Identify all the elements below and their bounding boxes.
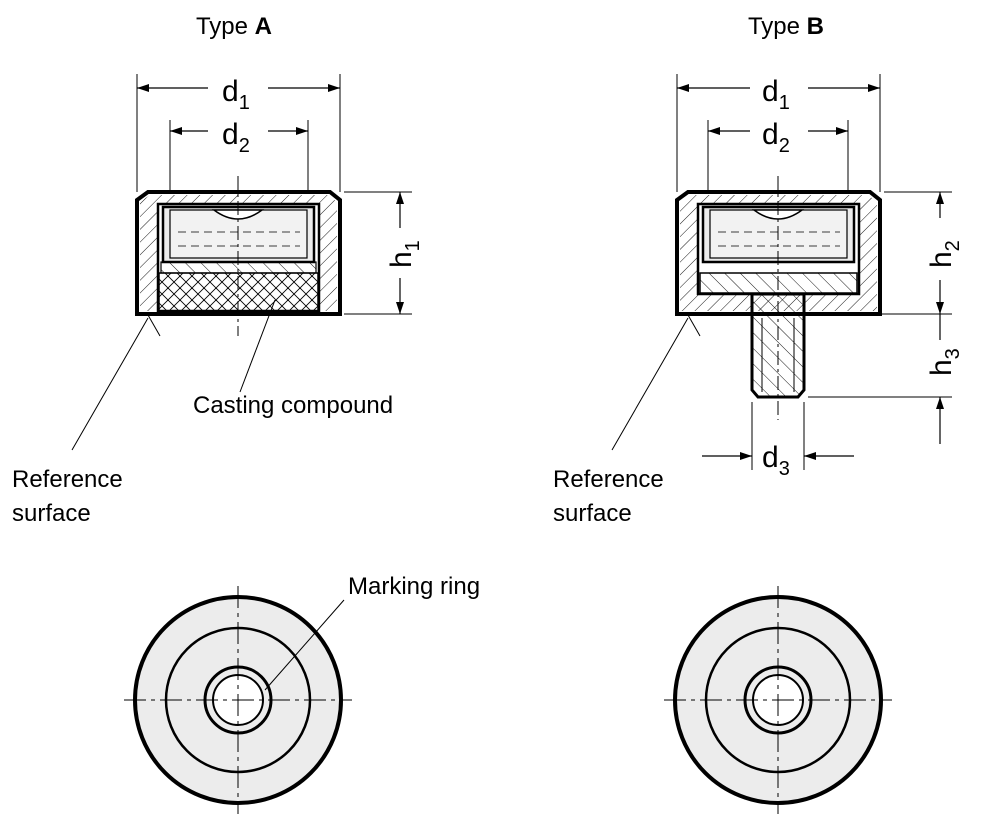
type-b-h3-label: h3 — [925, 348, 964, 376]
type-b-section-view: d1 d2 h2 h3 d3 — [553, 74, 964, 527]
type-a-reference-label-line2: surface — [12, 500, 91, 527]
type-a-title: Type A — [196, 13, 272, 40]
type-a-d1-label: d1 — [222, 75, 250, 114]
marking-ring-label: Marking ring — [348, 573, 480, 600]
type-b-h2-label: h2 — [925, 240, 964, 268]
type-b-d3-label: d3 — [762, 441, 790, 480]
type-a-h1-label: h1 — [385, 240, 424, 268]
type-b-top-view — [664, 586, 892, 814]
casting-compound-label: Casting compound — [193, 392, 393, 419]
type-b-title: Type B — [748, 13, 824, 40]
casting-compound-leader — [239, 299, 276, 393]
marking-ring-leader — [264, 599, 345, 691]
type-b-reference-label-line1: Reference — [553, 466, 664, 493]
type-b-reference-leader — [611, 317, 689, 451]
type-b-reference-label-line2: surface — [553, 500, 632, 527]
type-a-d2-label: d2 — [222, 118, 250, 157]
type-a-reference-leader — [71, 317, 149, 451]
type-b-d2-label: d2 — [762, 118, 790, 157]
type-b-d1-label: d1 — [762, 75, 790, 114]
type-a-top-view: Marking ring — [124, 573, 480, 814]
type-a-reference-label-line1: Reference — [12, 466, 123, 493]
type-a-section-view: d1 d2 h1 Casting compound — [12, 74, 424, 527]
